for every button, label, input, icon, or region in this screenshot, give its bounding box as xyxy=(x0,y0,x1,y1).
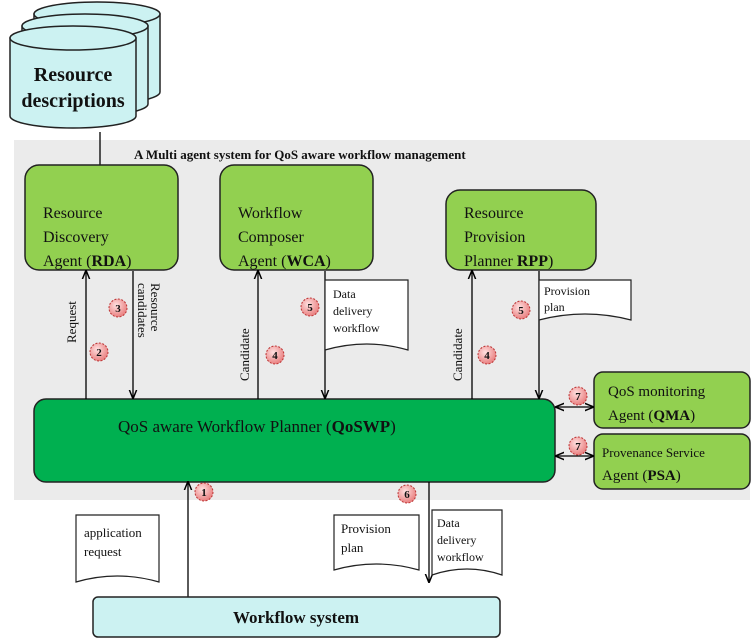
rpp-candidate-label: Candidate xyxy=(450,328,465,381)
step-badge: 2 xyxy=(89,342,109,362)
svg-text:Provision: Provision xyxy=(544,284,590,298)
wca-line1: Workflow xyxy=(238,205,303,222)
bottom-provision-plan-document: Provision plan xyxy=(333,514,420,571)
svg-text:request: request xyxy=(84,544,122,559)
workflow-system-box: Workflow system xyxy=(92,596,501,638)
bottom-data-delivery-document: Data delivery workflow xyxy=(431,509,503,576)
step-badge: 5 xyxy=(300,297,320,317)
qoswp-planner-box: QoS aware Workflow Planner (QoSWP) xyxy=(33,398,556,483)
rpp-provision-plan-document: Provision plan xyxy=(538,279,632,321)
svg-text:workflow: workflow xyxy=(437,550,484,564)
qma-line1: QoS monitoring xyxy=(608,384,706,400)
svg-text:2: 2 xyxy=(96,347,102,359)
workflow-system-label: Workflow system xyxy=(233,608,359,627)
diagram-title: A Multi agent system for QoS aware workf… xyxy=(134,147,466,162)
svg-text:plan: plan xyxy=(544,300,565,314)
application-request-document: application request xyxy=(75,514,160,583)
svg-text:4: 4 xyxy=(272,350,278,362)
wca-agent-box: Workflow Composer Agent (WCA) xyxy=(219,164,374,271)
svg-text:application: application xyxy=(84,525,142,540)
step-badge: 4 xyxy=(477,345,497,365)
step-badge: 6 xyxy=(397,484,417,504)
svg-text:1: 1 xyxy=(201,487,207,499)
qma-agent-box: QoS monitoring Agent (QMA) xyxy=(593,371,751,429)
svg-text:4: 4 xyxy=(484,350,490,362)
svg-text:5: 5 xyxy=(307,302,313,314)
svg-text:Provision: Provision xyxy=(341,521,391,536)
svg-text:7: 7 xyxy=(575,441,581,453)
rpp-line3: Planner RPP) xyxy=(464,253,553,270)
step-badge: 1 xyxy=(194,482,214,502)
wca-line2: Composer xyxy=(238,229,304,246)
psa-line2: Agent (PSA) xyxy=(602,468,681,484)
psa-agent-box: Provenance Service Agent (PSA) xyxy=(593,433,751,490)
svg-text:workflow: workflow xyxy=(333,321,380,335)
svg-text:6: 6 xyxy=(404,489,410,501)
step-badge: 7 xyxy=(568,436,588,456)
rpp-line1: Resource xyxy=(464,205,524,222)
svg-text:delivery: delivery xyxy=(333,304,372,318)
request-label: Request xyxy=(64,301,79,343)
wca-data-delivery-document: Data delivery workflow xyxy=(324,279,409,351)
rda-line1: Resource xyxy=(43,205,103,222)
step-badge: 7 xyxy=(568,386,588,406)
resource-descriptions-store: Resource descriptions xyxy=(9,1,161,129)
rpp-agent-box: Resource Provision Planner RPP) xyxy=(445,189,597,271)
wca-candidate-label: Candidate xyxy=(237,328,252,381)
rda-line2: Discovery xyxy=(43,229,109,246)
step-badge: 4 xyxy=(265,345,285,365)
svg-text:delivery: delivery xyxy=(437,533,476,547)
svg-text:3: 3 xyxy=(115,303,121,315)
rda-line3: Agent (RDA) xyxy=(43,253,131,270)
resource-candidates-label-2: candidates xyxy=(135,283,150,338)
svg-text:Data: Data xyxy=(437,516,460,530)
qma-line2: Agent (QMA) xyxy=(608,408,695,424)
wca-line3: Agent (WCA) xyxy=(238,253,331,270)
svg-text:Data: Data xyxy=(333,287,356,301)
step-badge: 5 xyxy=(511,300,531,320)
rda-agent-box: Resource Discovery Agent (RDA) xyxy=(24,164,179,271)
svg-text:7: 7 xyxy=(575,391,581,403)
planner-label: QoS aware Workflow Planner (QoSWP) xyxy=(118,417,396,436)
resource-candidates-label-1: Resource xyxy=(148,283,163,332)
svg-text:5: 5 xyxy=(518,305,524,317)
rpp-line2: Provision xyxy=(464,229,525,246)
resource-descriptions-line2: descriptions xyxy=(21,90,125,112)
step-badge: 3 xyxy=(108,298,128,318)
svg-text:plan: plan xyxy=(341,540,364,555)
resource-descriptions-line1: Resource xyxy=(34,64,113,86)
psa-line1: Provenance Service xyxy=(602,445,705,460)
